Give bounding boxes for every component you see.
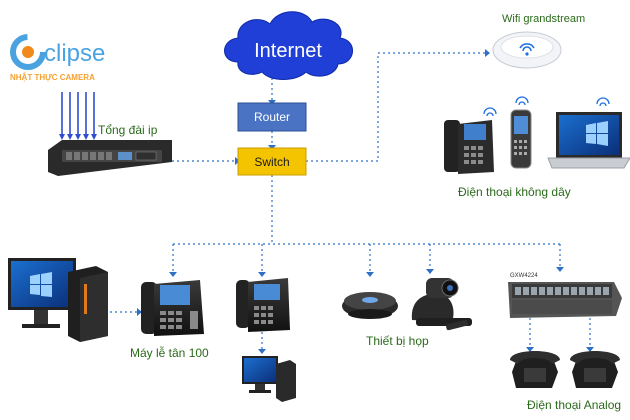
wifi-access-point: Wifi grandstream <box>492 13 585 69</box>
pc-tower-icon <box>68 266 108 342</box>
connection-lines <box>110 52 591 352</box>
computer-icon <box>242 356 296 402</box>
switch-box: Switch <box>237 147 307 176</box>
switch-label: Switch <box>254 155 289 169</box>
internet-label: Internet <box>254 40 322 62</box>
arrowheads <box>137 49 594 354</box>
router-box: Router <box>237 102 307 132</box>
meeting-devices: Thiết bị họp <box>342 278 472 348</box>
internet-cloud: Internet <box>224 11 353 80</box>
gateway-model-label: GXW4224 <box>510 273 538 279</box>
trunk-lines-icon <box>61 92 95 137</box>
analog-label: Điện thoại Analog <box>527 398 621 412</box>
analog-phones: Điện thoại Analog <box>510 351 621 412</box>
analog-phone-icon <box>510 351 560 388</box>
wifi-icon <box>519 43 535 52</box>
pbx-label: Tổng đài ip <box>98 123 158 137</box>
analog-phone-icon <box>570 351 620 388</box>
analog-gateway: GXW4224 <box>508 273 622 318</box>
wireless-phones-label: Điện thoại không dây <box>458 185 571 199</box>
conference-phone-icon <box>342 292 398 319</box>
logo-tagline: NHẬT THỰC CAMERA <box>10 73 95 82</box>
laptop-icon <box>547 97 630 169</box>
reception-phone: Máy lễ tân 100 <box>130 280 209 360</box>
link-switch-wifi <box>306 52 488 162</box>
logo-name: clipse <box>44 40 105 67</box>
monitor-icon <box>8 258 76 328</box>
meeting-label: Thiết bị họp <box>366 334 429 348</box>
wireless-devices: Điện thoại không dây <box>444 96 630 199</box>
desk-phone-icon <box>236 278 290 332</box>
ip-phone-station <box>236 278 296 402</box>
desk-phone-icon <box>444 107 497 174</box>
wifi-label: Wifi grandstream <box>502 13 585 25</box>
cloud-icon <box>224 11 353 80</box>
logo-mark <box>10 34 46 70</box>
video-camera-icon <box>411 278 472 331</box>
desk-phone-icon <box>141 280 204 336</box>
handheld-phone-icon <box>510 96 532 169</box>
reception-computer <box>8 258 108 342</box>
company-logo: clipse NHẬT THỰC CAMERA <box>10 34 105 82</box>
ip-pbx: Tổng đài ip <box>48 92 172 176</box>
reception-label: Máy lễ tân 100 <box>130 345 209 360</box>
router-label: Router <box>254 110 290 124</box>
